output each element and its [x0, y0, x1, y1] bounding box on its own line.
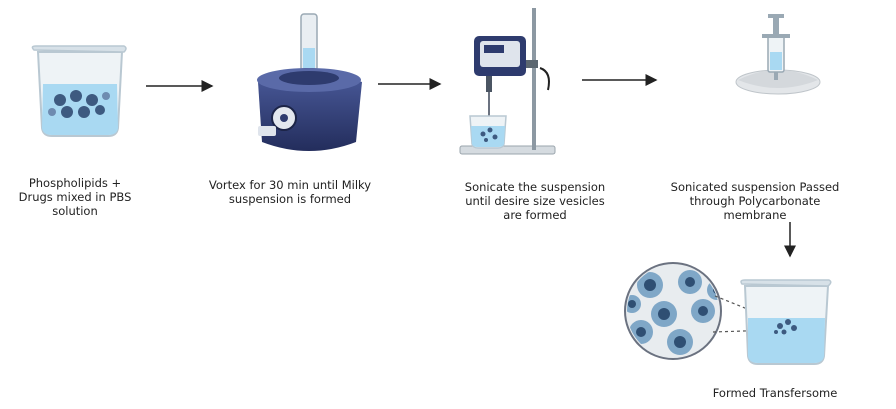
step-1-label: Phospholipids + Drugs mixed in PBS solut…: [18, 176, 132, 218]
vortex-mixer-icon: [257, 13, 362, 151]
step-3-label: Sonicate the suspension until desire siz…: [464, 180, 606, 222]
sonicator-icon: [459, 8, 556, 155]
step-4-label: Sonicated suspension Passed through Poly…: [670, 180, 840, 222]
beaker-icon: [31, 45, 127, 137]
step-2-label: Vortex for 30 min until Milky suspension…: [208, 178, 372, 206]
vesicle-magnifier-icon: [624, 262, 832, 365]
syringe-filter-icon: [735, 14, 821, 95]
step-5-label: Formed Transfersome: [712, 386, 838, 400]
